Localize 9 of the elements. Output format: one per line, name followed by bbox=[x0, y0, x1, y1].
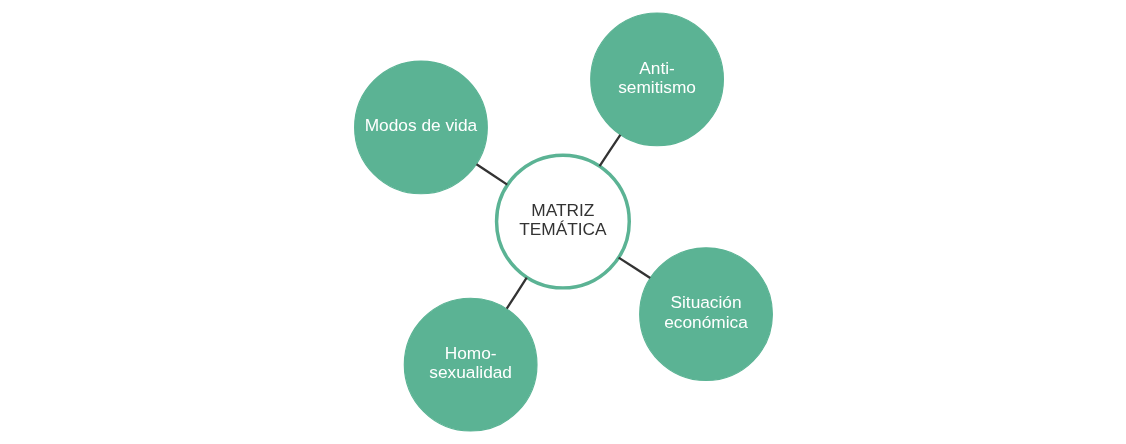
connector bbox=[475, 163, 508, 186]
connector bbox=[505, 277, 528, 310]
node-circle: MATRIZ TEMÁTICA bbox=[494, 153, 631, 290]
node-circle: Situación económica bbox=[638, 247, 773, 382]
connector bbox=[617, 256, 651, 279]
node-circle: Modos de vida bbox=[353, 60, 488, 195]
node-circle: Homo- sexualidad bbox=[403, 297, 538, 432]
connector bbox=[598, 134, 621, 167]
node-circle: Anti- semitismo bbox=[589, 12, 724, 147]
